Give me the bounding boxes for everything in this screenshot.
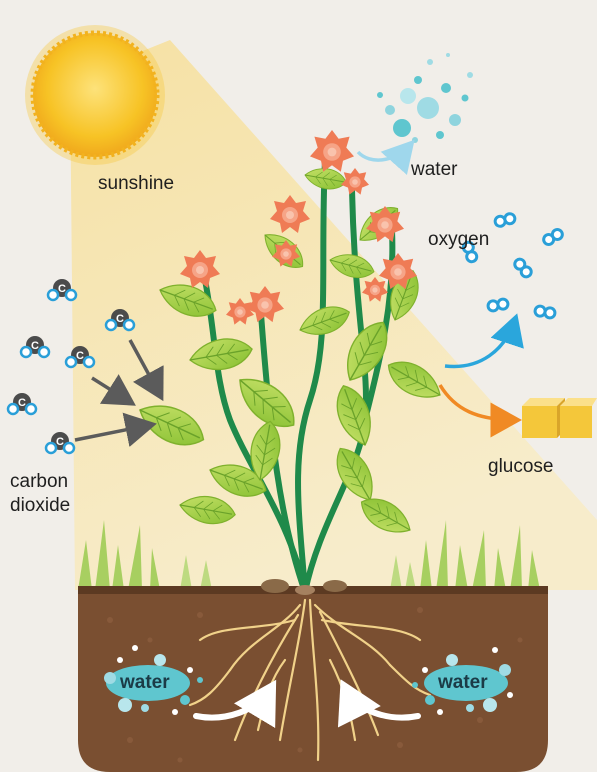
label-carbon-dioxide-line1: carbon xyxy=(10,470,68,493)
glucose-cube-icon xyxy=(522,398,597,438)
label-carbon-dioxide-line2: dioxide xyxy=(10,494,70,517)
label-oxygen: oxygen xyxy=(428,228,489,251)
sun-icon xyxy=(25,25,165,165)
water-drops-icon xyxy=(377,53,473,143)
arrow-oxygen-out xyxy=(445,320,515,367)
label-water-soil-right: water xyxy=(438,672,488,694)
label-sunshine: sunshine xyxy=(98,172,174,195)
label-water-air: water xyxy=(411,158,457,181)
label-water-soil-left: water xyxy=(120,672,170,694)
label-glucose: glucose xyxy=(488,455,554,478)
arrow-water-out xyxy=(358,145,410,160)
